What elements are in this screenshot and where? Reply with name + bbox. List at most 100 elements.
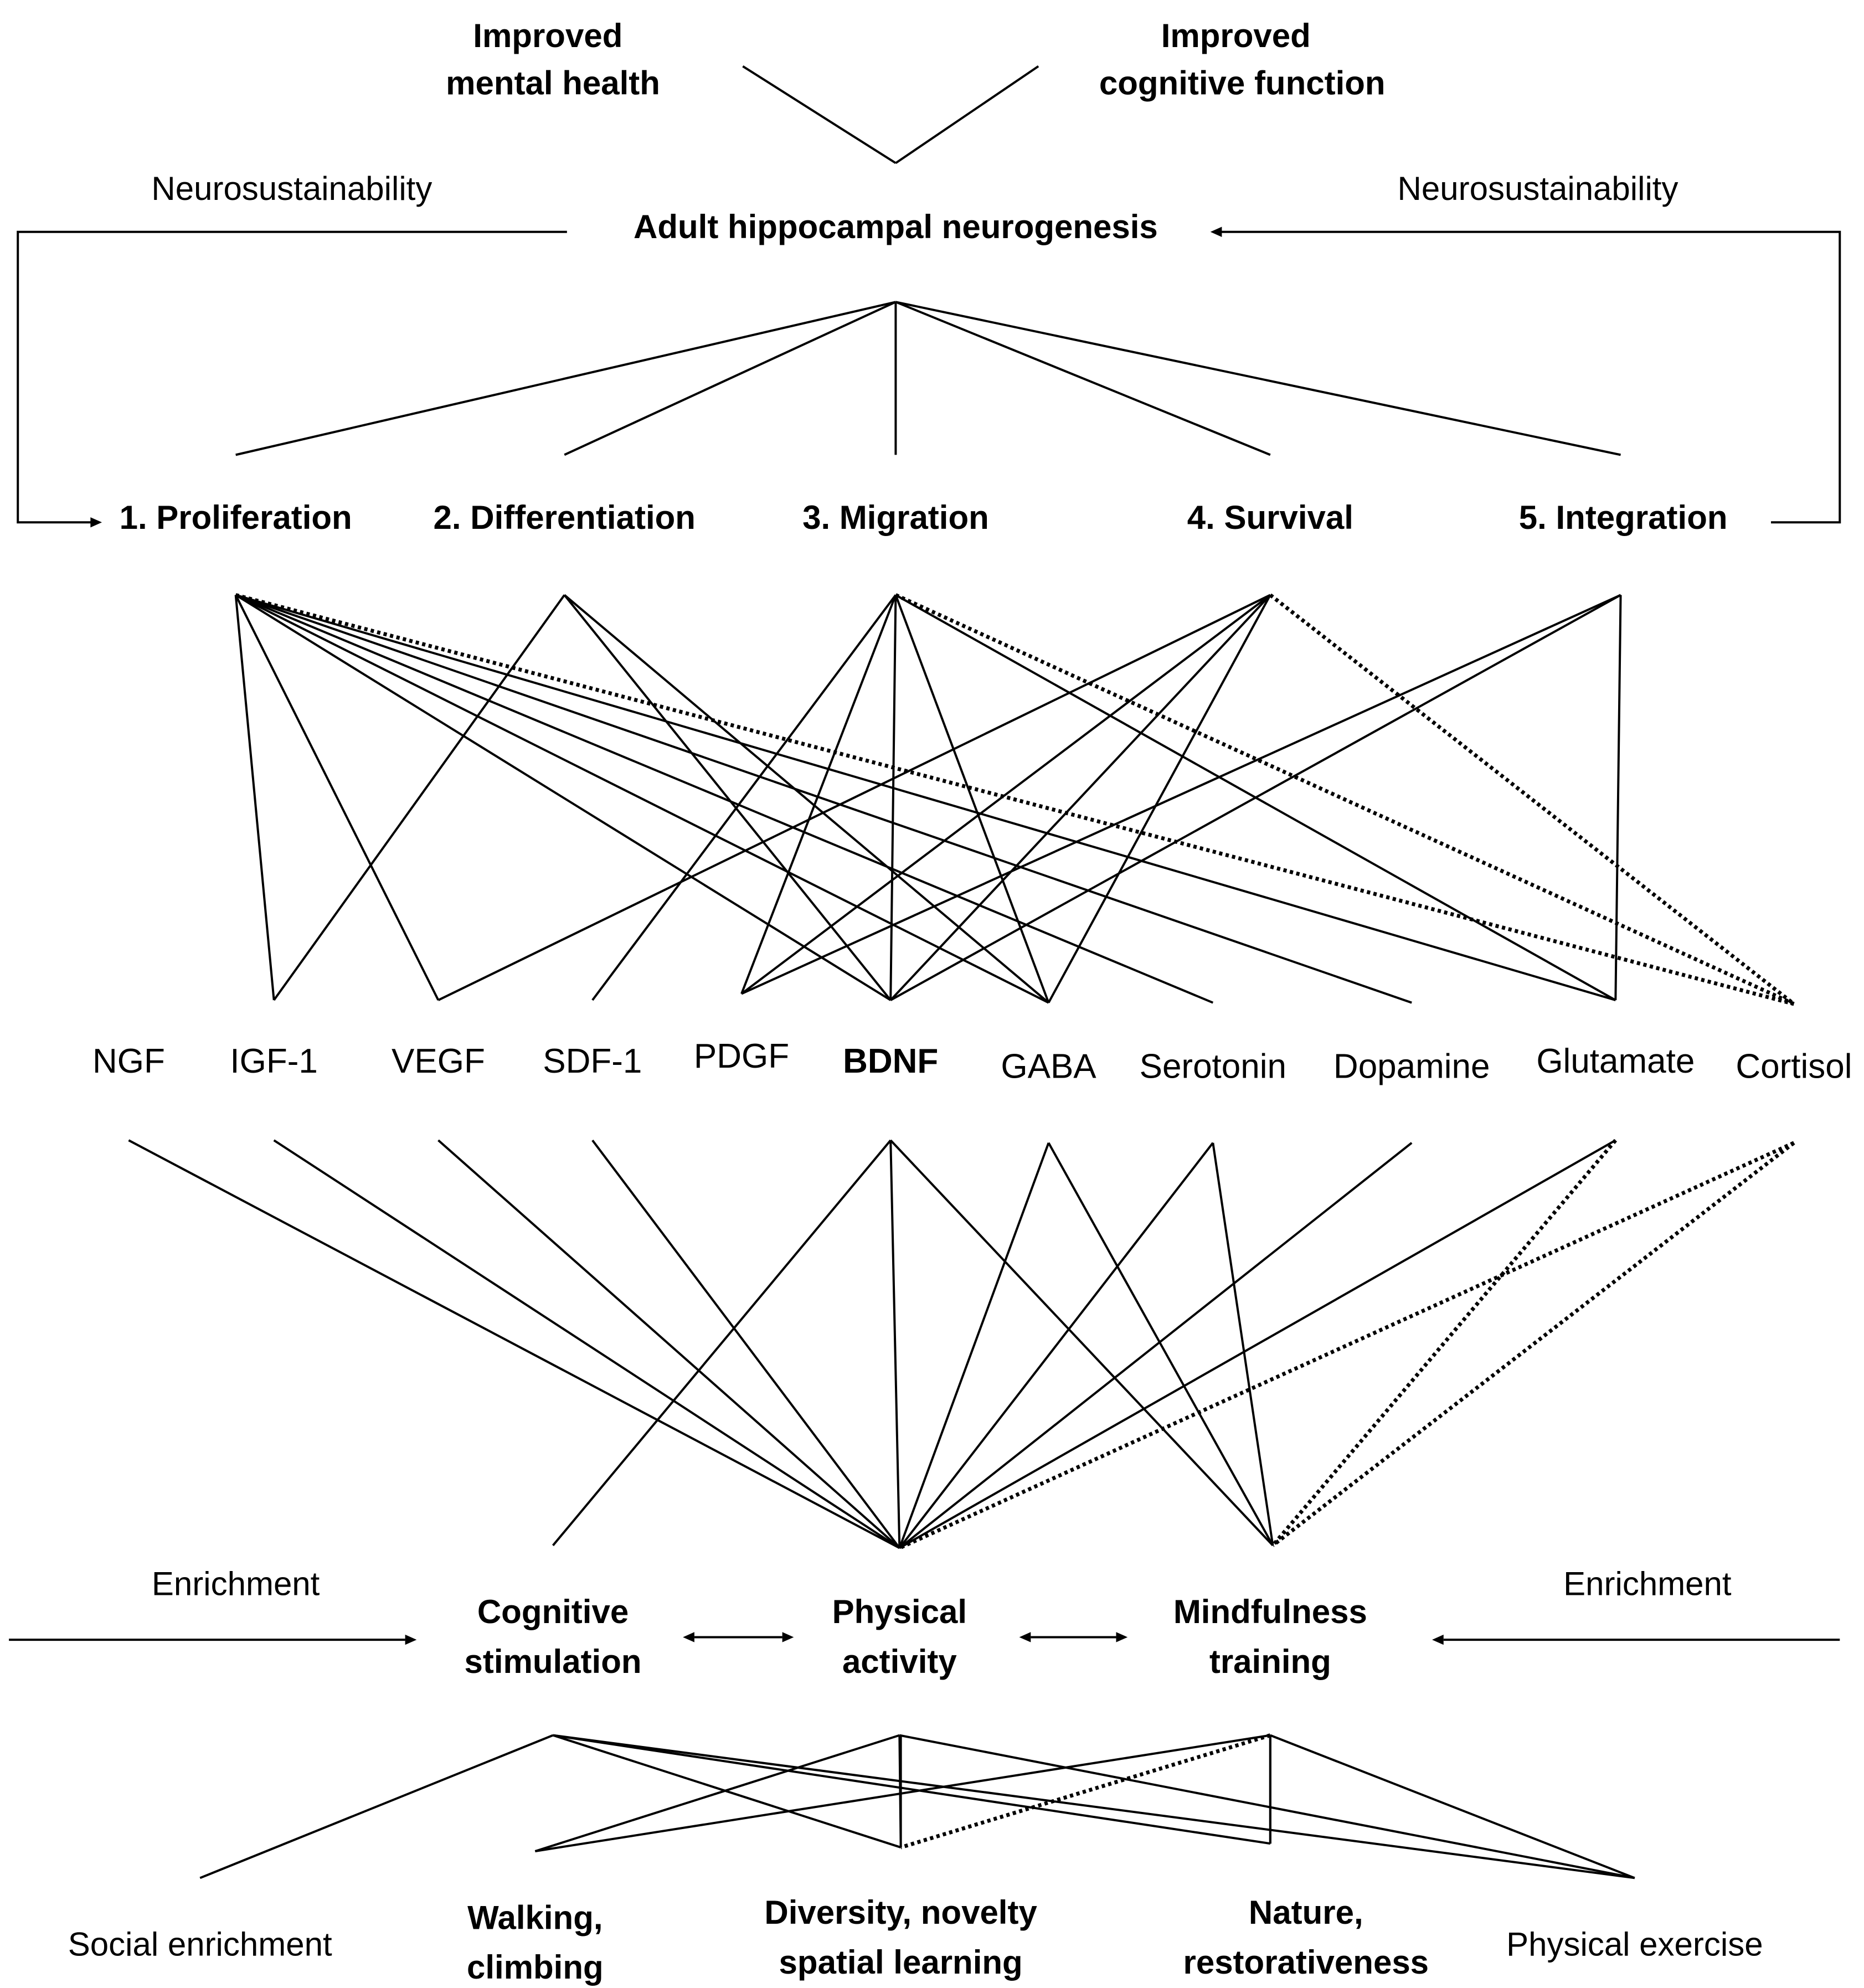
stage-3-to-factor-pdgf (740, 594, 897, 995)
enrichment-label-right: Enrichment (1563, 1565, 1732, 1603)
factor-glutamate-to-intervention-3-dotted (1271, 1139, 1618, 1547)
intervention-mindfulness-training-to-component-2 (535, 1734, 1271, 1852)
factor-label-cortisol: Cortisol (1736, 1047, 1852, 1085)
stage-5-to-factor-pdgf (741, 594, 1621, 995)
enrichment-label-left: Enrichment (152, 1565, 320, 1603)
stage-3-to-factor-cortisol-dotted (894, 593, 1795, 1006)
outcome-cognitive-function-line-2: cognitive function (1099, 64, 1386, 101)
stage-1-to-factor-cortisol-dotted (235, 593, 1795, 1006)
stage-1-to-factor-igf-1 (234, 595, 275, 1001)
double-arrow-cognitive-physical-right-head (782, 1632, 794, 1642)
factor-label-igf-1: IGF-1 (230, 1042, 317, 1080)
factor-ngf-to-intervention-2 (128, 1139, 900, 1549)
factor-glutamate-to-intervention-2 (899, 1139, 1616, 1549)
factor-label-gaba: GABA (1001, 1047, 1096, 1085)
factor-sdf-1-to-intervention-2 (591, 1139, 900, 1549)
stage-1-to-factor-dopamine (235, 594, 1412, 1004)
outcome-mental-health-line-1: Improved (473, 17, 622, 54)
neurosustainability-label-left: Neurosustainability (151, 170, 432, 207)
intervention-cognitive-stimulation-to-component-5 (553, 1734, 1635, 1879)
stage-4-to-factor-gaba (1047, 594, 1271, 1003)
stage-5-to-factor-bdnf (890, 594, 1621, 1001)
factor-igf-1-to-intervention-2 (273, 1139, 900, 1549)
stage-fan-line-4 (895, 301, 1271, 456)
component-5-line-1: Physical exercise (1506, 1926, 1763, 1963)
factor-dopamine-to-intervention-2 (899, 1142, 1413, 1549)
intervention-cognitive-stimulation-to-component-4 (553, 1734, 1271, 1845)
component-3-line-1: Diversity, novelty (764, 1894, 1037, 1931)
double-arrow-physical-mindfulness-left-head (1019, 1632, 1031, 1642)
neurosustainability-loop-left-arrowhead (90, 517, 102, 528)
double-arrow-cognitive-physical-left-head (683, 1632, 694, 1642)
factor-label-dopamine: Dopamine (1333, 1047, 1490, 1085)
outcome-mental-health-line-2: mental health (446, 64, 660, 101)
factor-label-glutamate: Glutamate (1536, 1042, 1695, 1080)
factor-bdnf-to-intervention-1 (552, 1139, 892, 1547)
outcome-converge-line-left (742, 65, 897, 164)
intervention-cognitive-stimulation-to-component-1 (199, 1734, 554, 1879)
intervention-physical-activity-line-1: Physical (832, 1593, 967, 1630)
factor-label-pdgf: PDGF (694, 1037, 789, 1075)
outcome-cognitive-function-line-1: Improved (1161, 17, 1311, 54)
factor-label-sdf-1: SDF-1 (543, 1042, 642, 1080)
neurosustainability-loop-right (1221, 230, 1841, 524)
stage-label-2: 2. Differentiation (434, 499, 696, 536)
intervention-physical-activity-line-2: activity (842, 1643, 957, 1680)
factor-cortisol-to-intervention-2-dotted (898, 1141, 1795, 1550)
neurosustainability-loop-left (17, 230, 567, 524)
center-title: Adult hippocampal neurogenesis (634, 208, 1158, 245)
enrichment-arrow-right-arrowhead (1432, 1634, 1444, 1645)
component-4-line-1: Nature, (1249, 1894, 1363, 1931)
factor-label-ngf: NGF (92, 1042, 165, 1080)
intervention-mindfulness-training-line-2: training (1209, 1643, 1331, 1680)
intervention-physical-activity-to-component-5 (899, 1734, 1635, 1879)
stage-4-to-factor-vegf (437, 594, 1271, 1001)
factor-label-vegf: VEGF (392, 1042, 485, 1080)
intervention-cognitive-stimulation-line-1: Cognitive (477, 1593, 629, 1630)
intervention-mindfulness-training-to-component-5 (1270, 1734, 1635, 1879)
stage-2-to-factor-bdnf (563, 594, 892, 1001)
stage-4-to-factor-cortisol-dotted (1269, 593, 1795, 1006)
double-arrow-physical-mindfulness-right-head (1116, 1632, 1128, 1642)
stage-fan-line-2 (564, 301, 897, 456)
stage-label-4: 4. Survival (1187, 499, 1353, 536)
stage-1-to-factor-vegf (234, 594, 440, 1001)
stage-1-to-factor-serotonin (235, 594, 1214, 1004)
stage-3-to-factor-sdf-1 (591, 594, 897, 1001)
intervention-mindfulness-training-to-component-3-dotted (900, 1733, 1271, 1850)
stage-1-to-factor-bdnf (235, 594, 892, 1001)
component-1-line-1: Social enrichment (68, 1926, 332, 1963)
stage-3-to-factor-bdnf (889, 595, 897, 1001)
intervention-physical-activity-to-component-2 (534, 1734, 900, 1852)
component-2-line-2: climbing (467, 1949, 604, 1986)
intervention-cognitive-stimulation-line-2: stimulation (465, 1643, 642, 1680)
outcome-converge-line-right (895, 65, 1039, 164)
stage-4-to-factor-bdnf (889, 594, 1271, 1001)
factor-gaba-to-intervention-2 (898, 1142, 1050, 1549)
connection-lines (128, 65, 1795, 1879)
stage-1-to-factor-glutamate (235, 594, 1616, 1002)
arrow-connectors (9, 226, 1841, 1645)
factor-bdnf-to-intervention-3 (889, 1139, 1274, 1547)
stage-label-3: 3. Migration (802, 499, 989, 536)
stage-label-1: 1. Proliferation (120, 499, 352, 536)
enrichment-arrow-left-arrowhead (405, 1634, 417, 1645)
intervention-mindfulness-training-line-1: Mindfulness (1173, 1593, 1367, 1630)
neurosustainability-loop-right-arrowhead (1210, 226, 1222, 237)
factor-vegf-to-intervention-2 (437, 1139, 900, 1549)
factor-serotonin-to-intervention-3 (1212, 1142, 1274, 1546)
component-2-line-1: Walking, (467, 1899, 603, 1936)
stage-5-to-factor-glutamate (1614, 595, 1622, 1001)
factor-label-serotonin: Serotonin (1140, 1047, 1286, 1085)
neurosustainability-label-right: Neurosustainability (1398, 170, 1678, 207)
factor-bdnf-to-intervention-2 (889, 1140, 901, 1548)
component-4-line-2: restorativeness (1183, 1944, 1429, 1981)
stage-3-to-factor-gaba (894, 594, 1050, 1003)
text-labels: Improved mental health Improved cognitive f… (68, 17, 1852, 1986)
factor-serotonin-to-intervention-2 (898, 1142, 1214, 1549)
stage-label-5: 5. Integration (1519, 499, 1728, 536)
stage-1-to-factor-gaba (235, 594, 1049, 1004)
component-3-line-2: spatial learning (779, 1944, 1023, 1981)
stage-4-to-factor-pdgf (740, 594, 1271, 995)
